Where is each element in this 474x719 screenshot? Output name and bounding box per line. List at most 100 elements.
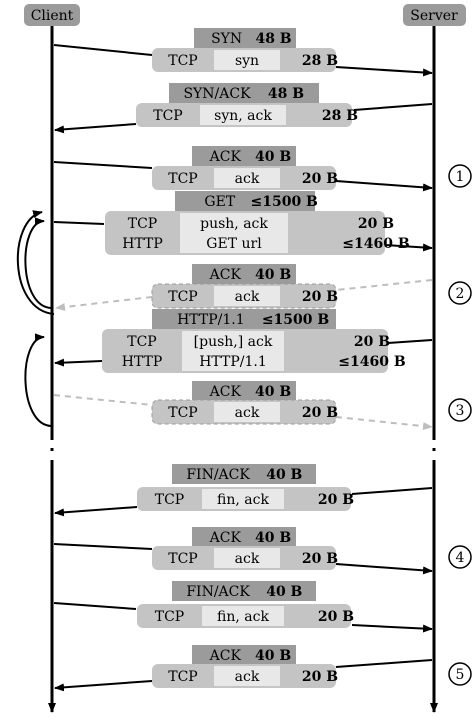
packet-name: ACK xyxy=(209,149,242,165)
packet-value-cell xyxy=(200,105,286,125)
layer-size: 28 B xyxy=(322,108,358,124)
marker-4: 4 xyxy=(448,545,472,569)
layer-flags: syn, ack xyxy=(214,108,272,124)
packet-value-cell xyxy=(202,489,284,509)
packet-name: HTTP/1.1 xyxy=(177,312,245,328)
packet-total-size: 40 B xyxy=(266,467,302,483)
packet-header-box xyxy=(192,645,296,665)
layer-flags: syn xyxy=(235,53,259,69)
packet-header-box xyxy=(169,83,319,103)
packet-header-box xyxy=(192,527,296,547)
arrow-fin-ack-2 xyxy=(53,602,432,629)
packet-total-size: 48 B xyxy=(268,86,304,102)
layer-name: TCP xyxy=(153,108,182,124)
loop-arrows xyxy=(16,210,55,427)
server-label-box xyxy=(403,4,466,26)
layer-flags: ack xyxy=(235,289,260,305)
packet-name: ACK xyxy=(209,530,242,546)
layer-flags: ack xyxy=(235,551,260,567)
layer-size: 20 B xyxy=(318,609,354,625)
packet-total-size: 40 B xyxy=(255,149,291,165)
packet-total-size: 48 B xyxy=(255,31,291,47)
client-label: Client xyxy=(31,8,74,24)
layer-size: 20 B xyxy=(358,216,394,232)
packet-value-cell xyxy=(214,286,280,306)
arrow-http-response xyxy=(55,339,433,363)
svg-text:5: 5 xyxy=(456,667,465,683)
packet-value-cell xyxy=(214,50,280,70)
layer-flags: [push,] ack xyxy=(194,334,273,350)
packet-boxes: SYN 48 B TCP syn 28 B SYN/ACK 48 B TCP syn, ack 2… xyxy=(102,28,410,688)
packet-name: SYN/ACK xyxy=(183,86,251,102)
layer-size: 20 B xyxy=(302,405,338,421)
layer-size: 20 B xyxy=(354,334,390,350)
packet-total-size: 40 B xyxy=(255,530,291,546)
packet-header-box xyxy=(192,146,296,166)
svg-text:4: 4 xyxy=(456,550,465,566)
packet-value-cell xyxy=(214,168,280,188)
packet-box: ACK 40 B TCP ack 20 B xyxy=(152,527,338,570)
layer-size: 20 B xyxy=(302,551,338,567)
arrow-ack-1 xyxy=(53,161,432,188)
layer-flags: ack xyxy=(235,669,260,685)
packet-value-cell xyxy=(214,402,280,422)
svg-text:2: 2 xyxy=(456,286,465,302)
packet-box: SYN 48 B TCP syn 28 B xyxy=(152,28,338,72)
packet-header-box xyxy=(152,309,336,329)
packet-name: FIN/ACK xyxy=(186,467,250,483)
packet-value-cell xyxy=(214,666,280,686)
layer-name: TCP xyxy=(168,551,197,567)
layer-name: TCP xyxy=(155,492,184,508)
loop-arrow-upper xyxy=(24,217,53,309)
layer-name: HTTP xyxy=(122,236,163,252)
arrow-syn-ack xyxy=(55,103,433,130)
packet-name: FIN/ACK xyxy=(186,584,250,600)
message-arrows xyxy=(53,44,433,688)
arrow-ack-3 xyxy=(53,394,432,427)
packet-header-box xyxy=(192,381,296,401)
packet-name: SYN xyxy=(211,31,242,47)
packet-total-size: 40 B xyxy=(266,584,302,600)
layer-size: 20 B xyxy=(318,492,354,508)
layer-name: TCP xyxy=(168,53,197,69)
layer-name: TCP xyxy=(168,669,197,685)
packet-value-cell xyxy=(202,606,284,626)
packet-name: ACK xyxy=(209,384,242,400)
packet-total-size: 40 B xyxy=(255,267,291,283)
arrow-get xyxy=(53,221,432,248)
layer-flags: push, ack xyxy=(200,216,268,232)
layer-name: TCP xyxy=(168,171,197,187)
marker-2: 2 xyxy=(448,281,472,305)
svg-text:3: 3 xyxy=(456,403,465,419)
loop-arrow-lower xyxy=(24,333,53,427)
marker-5: 5 xyxy=(448,662,472,686)
layer-size: ≤1460 B xyxy=(342,236,410,252)
loop-arrow-upper-outer xyxy=(16,210,55,315)
packet-header-box xyxy=(192,264,296,284)
layer-name: TCP xyxy=(168,405,197,421)
packet-total-size: 40 B xyxy=(255,384,291,400)
step-markers: 1 2 3 4 5 xyxy=(448,164,472,686)
arrow-ack-2 xyxy=(56,279,433,308)
layer-size: 20 B xyxy=(302,289,338,305)
layer-name: TCP xyxy=(155,609,184,625)
layer-name: TCP xyxy=(128,216,157,232)
packet-value-cell xyxy=(180,213,288,253)
packet-header-box xyxy=(175,191,315,211)
layer-name: HTTP xyxy=(122,354,163,370)
layer-flags: HTTP/1.1 xyxy=(199,354,267,370)
layer-size: 28 B xyxy=(302,53,338,69)
client-label-box xyxy=(24,4,80,26)
layer-flags: GET url xyxy=(206,236,262,252)
packet-name: GET xyxy=(204,194,235,210)
server-endpoint: Server xyxy=(403,4,466,26)
arrow-ack-4 xyxy=(53,543,432,571)
layer-size: ≤1460 B xyxy=(338,354,406,370)
svg-text:1: 1 xyxy=(456,169,465,185)
